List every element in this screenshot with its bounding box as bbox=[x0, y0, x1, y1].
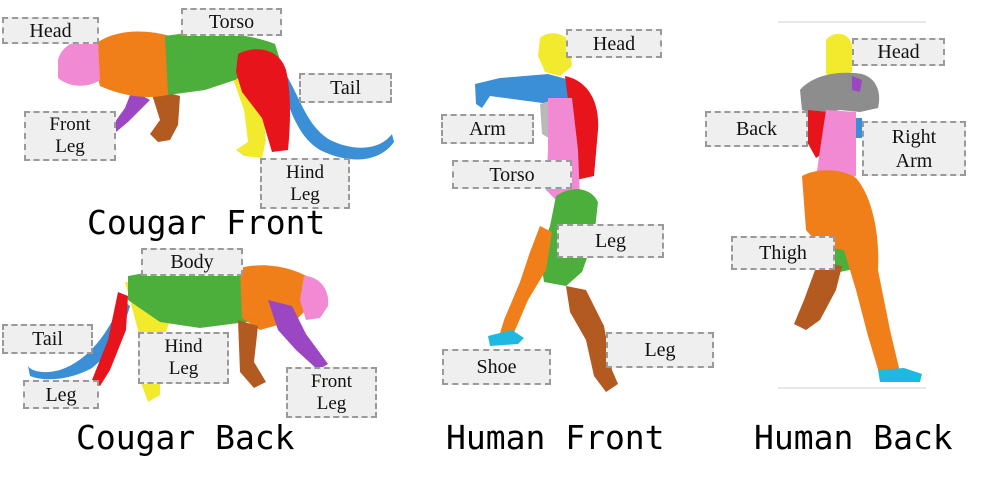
human-front-caption: Human Front bbox=[446, 418, 665, 457]
cougar-back-tail-label: Tail bbox=[2, 324, 93, 354]
human-back-back-label: Back bbox=[705, 111, 808, 147]
cougar-front-torso-label: Torso bbox=[181, 8, 282, 36]
human-back-model bbox=[778, 21, 926, 389]
human-front-arm-label: Arm bbox=[441, 114, 534, 144]
cougar-front-tail-label: Tail bbox=[299, 73, 392, 103]
cougar-back-hind-leg-label: Hind Leg bbox=[138, 332, 229, 384]
human-front-head-label: Head bbox=[566, 29, 662, 58]
human-front-head bbox=[538, 33, 572, 76]
cougar-front-tail bbox=[276, 68, 394, 160]
human-back-brown-leg bbox=[794, 262, 842, 330]
cougar-back-model bbox=[28, 265, 329, 402]
cougar-front-yellow-leg bbox=[230, 70, 266, 158]
cougar-back-caption: Cougar Back bbox=[76, 418, 295, 457]
cougar-back-leg-label: Leg bbox=[23, 380, 99, 409]
human-front-leg-lower-label: Leg bbox=[606, 332, 714, 368]
cougar-back-brown-leg bbox=[238, 320, 266, 388]
cougar-front-purple-leg bbox=[112, 90, 150, 132]
human-back-gray-shoulders bbox=[800, 72, 880, 114]
cougar-front-orange-body bbox=[90, 31, 170, 97]
cougar-front-head bbox=[58, 40, 100, 86]
cougar-front-red-hip bbox=[236, 49, 290, 152]
cougar-back-body-label: Body bbox=[141, 248, 243, 276]
human-front-leg-upper-label: Leg bbox=[557, 224, 664, 258]
cougar-front-hind-leg-label: Hind Leg bbox=[260, 158, 350, 209]
cougar-back-purple-leg bbox=[268, 300, 328, 370]
cougar-back-green-body bbox=[128, 268, 262, 328]
human-back-caption: Human Back bbox=[754, 418, 953, 457]
human-back-shoe bbox=[878, 368, 922, 382]
human-back-orange-leg bbox=[802, 170, 900, 376]
human-front-model bbox=[475, 33, 618, 392]
human-front-shoe-label: Shoe bbox=[442, 349, 551, 385]
cougar-back-red-leg bbox=[92, 292, 128, 386]
human-front-brown-leg bbox=[566, 286, 618, 392]
cougar-front-caption: Cougar Front bbox=[87, 203, 326, 242]
human-front-red-torso bbox=[565, 76, 599, 180]
cougar-front-brown-leg bbox=[150, 88, 180, 142]
human-back-right-arm-label: Right Arm bbox=[862, 121, 966, 176]
human-front-orange-leg bbox=[498, 226, 552, 342]
human-back-purple-strip bbox=[852, 76, 862, 92]
cougar-back-front-leg-label: Front Leg bbox=[286, 367, 377, 418]
cougar-front-green-torso bbox=[165, 32, 280, 95]
human-front-torso-label: Torso bbox=[452, 160, 572, 189]
human-front-shoe bbox=[488, 330, 524, 346]
cougar-front-head-label: Head bbox=[2, 17, 99, 44]
cougar-back-head bbox=[300, 276, 329, 320]
human-back-thigh-label: Thigh bbox=[731, 236, 835, 270]
human-back-pink-torso bbox=[816, 110, 856, 182]
cougar-back-orange-shoulder bbox=[240, 265, 316, 330]
human-back-head-label: Head bbox=[852, 38, 945, 66]
cougar-front-front-leg-label: Front Leg bbox=[24, 111, 116, 161]
human-back-head bbox=[826, 33, 852, 80]
cougar-front-model bbox=[58, 31, 394, 160]
